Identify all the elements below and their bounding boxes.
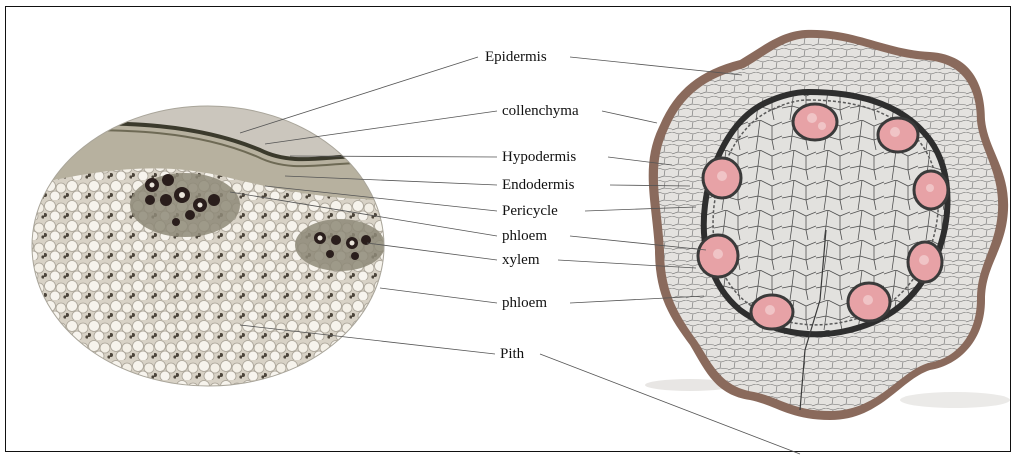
label-collenchyma: collenchyma (501, 102, 580, 120)
label-epidermis: Epidermis (484, 48, 548, 66)
label-xylem: xylem (501, 251, 541, 269)
label-pericycle: Pericycle (501, 202, 559, 220)
label-endodermis: Endodermis (501, 176, 576, 194)
label-hypodermis: Hypodermis (501, 148, 577, 166)
label-phloem-1: phloem (501, 227, 548, 245)
label-phloem-2: phloem (501, 294, 548, 312)
stem-cross-section (645, 30, 1010, 420)
label-pith: Pith (499, 345, 525, 363)
micrograph-left (30, 100, 390, 400)
